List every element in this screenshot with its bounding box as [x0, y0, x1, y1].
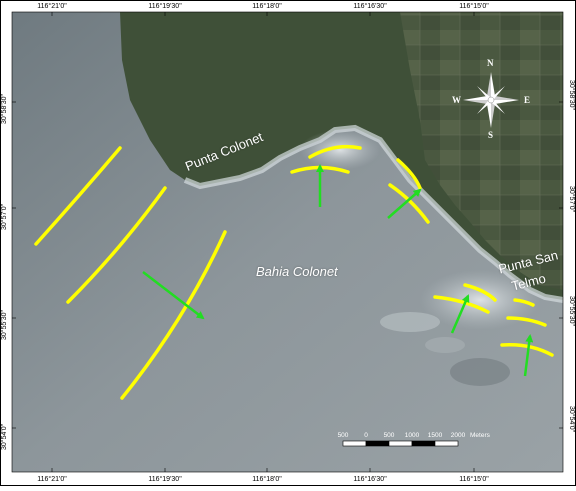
- reef-3: [425, 337, 465, 353]
- longitude-tick-top: 116°21'0": [37, 3, 67, 10]
- scale-bar: [342, 440, 459, 447]
- scale-label: 1000: [404, 432, 420, 439]
- wave-crest: [388, 183, 430, 224]
- longitude-tick-top: 116°15'0": [459, 3, 489, 10]
- compass-south-label: S: [488, 130, 494, 140]
- wave-crest: [120, 230, 227, 400]
- longitude-tick-bottom: 116°16'30": [353, 476, 387, 483]
- scale-label: 2000: [450, 432, 466, 439]
- frame-ticks: [11, 11, 564, 473]
- surf-zone-south: [420, 270, 540, 330]
- wave-crest: [513, 298, 535, 307]
- longitude-tick-top: 116°18'0": [252, 3, 282, 10]
- latitude-tick-left: 30°54'0": [1, 423, 8, 450]
- shoreline-surf: [183, 124, 564, 303]
- scale-label: 1500: [427, 432, 443, 439]
- longitude-tick-bottom: 116°15'0": [459, 476, 489, 483]
- farmland-east: [400, 12, 563, 290]
- north-arrow-compass-rose-icon: [463, 72, 519, 128]
- latitude-tick-right: 30°54'0": [568, 406, 575, 433]
- longitude-tick-top: 116°16'30": [353, 3, 387, 10]
- compass-east-label: E: [524, 95, 531, 105]
- scale-label: 0: [364, 432, 368, 439]
- scale-label: 500: [337, 432, 349, 439]
- longitude-tick-bottom: 116°21'0": [37, 476, 67, 483]
- longitude-tick-bottom: 116°19'30": [148, 476, 182, 483]
- wave-crest: [34, 146, 122, 246]
- latitude-tick-left: 30°57'0": [1, 203, 8, 230]
- compass-west-label: W: [452, 95, 461, 105]
- scale-unit-label: Meters: [470, 432, 490, 439]
- longitude-tick-bottom: 116°18'0": [252, 476, 282, 483]
- direction-arrow: [142, 271, 205, 320]
- direction-arrow: [387, 188, 422, 219]
- wave-crest: [66, 186, 167, 304]
- wave-crest: [506, 316, 547, 327]
- label-bahia-colonet: Bahia Colonet: [256, 264, 338, 279]
- wave-crest: [463, 283, 497, 302]
- latitude-tick-left: 30°55'30": [1, 310, 8, 340]
- longitude-tick-top: 116°19'30": [148, 3, 182, 10]
- latitude-tick-right: 30°55'30": [568, 296, 575, 326]
- reef-2: [450, 358, 510, 386]
- wave-crest: [308, 144, 362, 159]
- latitude-tick-right: 30°57'0": [568, 186, 575, 213]
- satellite-image: [12, 12, 564, 472]
- latitude-tick-left: 30°58'30": [1, 94, 8, 124]
- direction-arrow: [523, 334, 534, 377]
- wave-crest: [396, 158, 422, 190]
- compass-north-label: N: [487, 58, 494, 68]
- latitude-tick-right: 30°58'30": [568, 80, 575, 110]
- surf-zone-north: [300, 130, 380, 170]
- direction-arrow: [450, 294, 470, 334]
- scale-label: 500: [383, 432, 395, 439]
- wave-direction-arrows: [142, 164, 534, 377]
- reef-1: [380, 312, 440, 332]
